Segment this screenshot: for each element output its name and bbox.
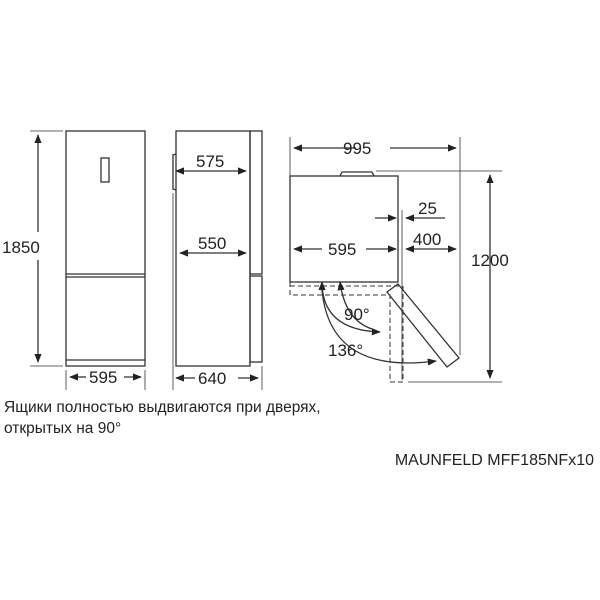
lower-door-side (249, 275, 263, 363)
top-total-width-label: 995 (343, 139, 371, 158)
handle-side (172, 153, 177, 191)
fridge-top-body (289, 175, 399, 283)
front-width-label: 595 (89, 368, 117, 387)
model-name: MAUNFELD MFF185NFx10 (394, 452, 594, 469)
angle-90-label: 90° (344, 305, 370, 324)
front-view (30, 130, 146, 390)
upper-door-side (249, 130, 263, 275)
drawer-note-line2: открытых на 90° (4, 420, 122, 437)
top-total-depth-label: 1200 (471, 251, 509, 270)
top-view (289, 137, 502, 383)
side-depth-body-label: 550 (198, 234, 226, 253)
fridge-front-outline (65, 130, 146, 367)
top-body-width-label: 595 (328, 240, 356, 259)
top-gap-label: 25 (418, 199, 437, 218)
top-hinge (339, 171, 375, 177)
side-view (172, 130, 263, 390)
side-total-depth-label: 640 (198, 369, 226, 388)
display-panel (100, 157, 110, 183)
drawer-note-line1: Ящики полностью выдвигаются при дверях, (4, 399, 321, 416)
top-door-clearance-label: 400 (413, 230, 441, 249)
angle-136-label: 136° (328, 341, 363, 360)
open-door (386, 283, 460, 368)
drawer-note: Ящики полностью выдвигаются при дверях, … (4, 397, 321, 439)
side-depth-top-label: 575 (196, 152, 224, 171)
angle-136-arc (321, 289, 437, 366)
front-height-label: 1850 (2, 238, 40, 257)
